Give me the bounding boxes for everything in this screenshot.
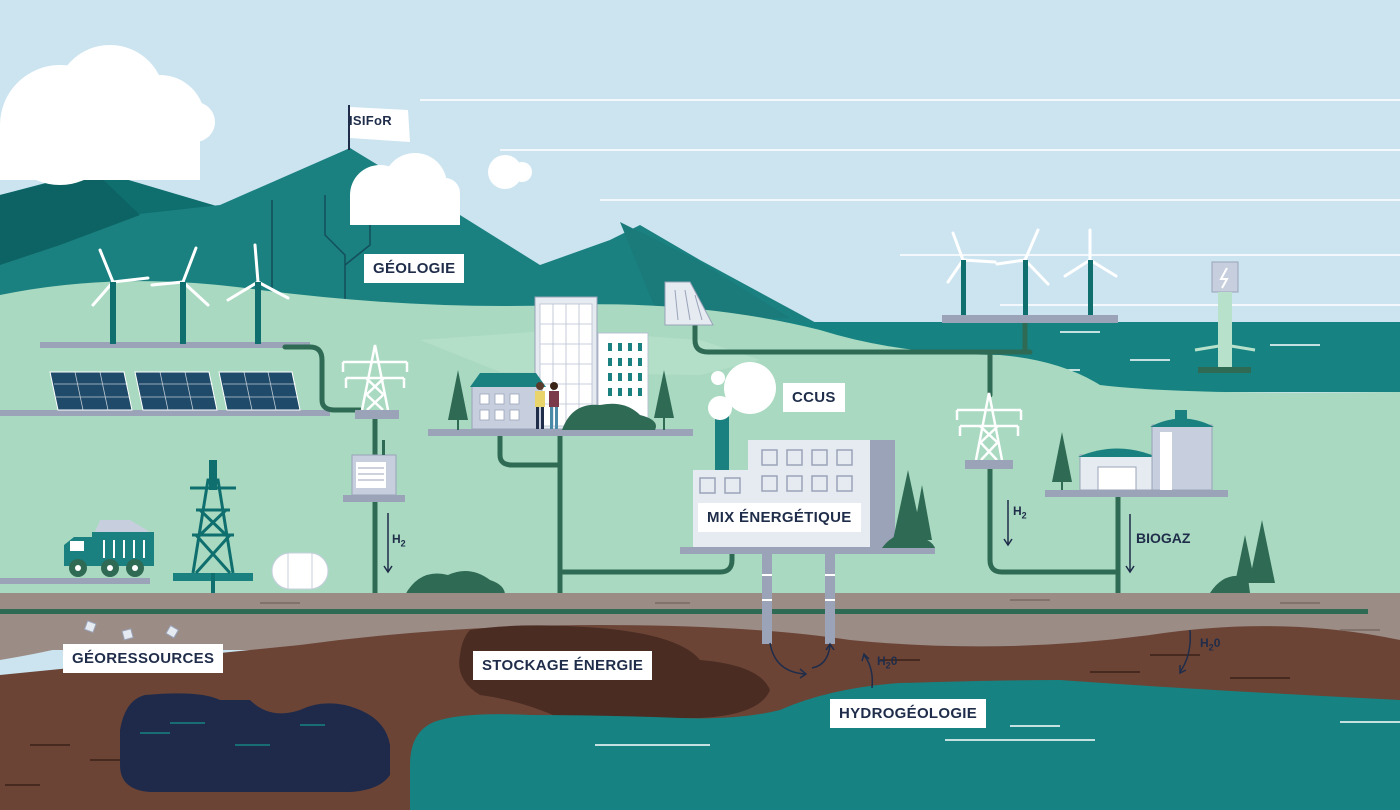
city-buildings bbox=[428, 296, 693, 436]
mineral-crystals bbox=[83, 620, 180, 641]
label-isifor: ISIFoR bbox=[349, 113, 392, 128]
georesource-reservoir bbox=[120, 693, 390, 792]
electrolyser bbox=[343, 440, 405, 502]
label-stockage-energie: STOCKAGE ÉNERGIE bbox=[473, 651, 653, 680]
flow-arrows bbox=[383, 500, 1192, 689]
tidal-tower bbox=[1194, 261, 1256, 373]
pylon-right-base bbox=[965, 460, 1013, 469]
ground-pipe bbox=[0, 609, 1368, 614]
mountain-left-shadow bbox=[0, 172, 140, 265]
label-ccus: CCUS bbox=[783, 383, 845, 412]
formula-water-right: H20 bbox=[1200, 636, 1220, 652]
formula-water-center: H20 bbox=[877, 654, 897, 670]
aquifer-lines bbox=[595, 721, 1400, 746]
label-mix-energetique: MIX ÉNERGÉTIQUE bbox=[698, 503, 861, 532]
aquifer bbox=[410, 680, 1400, 810]
flag-pole bbox=[348, 105, 410, 150]
factory-wells bbox=[762, 554, 835, 644]
formula-h-symbol: H bbox=[1013, 504, 1022, 518]
formula-subscript: 2 bbox=[885, 660, 891, 671]
storage-tank bbox=[271, 552, 329, 590]
formula-h2-right: H2 bbox=[1013, 504, 1027, 520]
ground-topsoil-left bbox=[0, 593, 460, 660]
mountain-right bbox=[620, 222, 790, 320]
formula-subscript: 2 bbox=[400, 538, 406, 549]
label-georessources: GÉORESSOURCES bbox=[63, 644, 224, 673]
biogas-plant bbox=[1045, 410, 1228, 497]
mining-truck bbox=[0, 520, 154, 584]
pylon-right bbox=[955, 392, 1023, 461]
formula-h2-left: H2 bbox=[392, 532, 406, 548]
formula-water-o: 0 bbox=[890, 654, 898, 668]
cloud-large bbox=[0, 45, 215, 185]
soil-lines bbox=[5, 654, 1290, 786]
topsoil-lines bbox=[260, 599, 1380, 631]
trees-right bbox=[1210, 520, 1275, 593]
formula-subscript: 2 bbox=[1021, 510, 1027, 521]
solar-panels bbox=[0, 371, 330, 416]
cloud-small bbox=[350, 153, 532, 225]
dam bbox=[664, 281, 714, 326]
pylon-left-base bbox=[355, 410, 399, 419]
bush-center bbox=[405, 571, 505, 595]
wind-turbines-land bbox=[40, 243, 310, 348]
sky-lines bbox=[420, 99, 1400, 306]
pylon-left bbox=[341, 344, 409, 411]
label-biogaz: BIOGAZ bbox=[1136, 530, 1191, 546]
formula-water-h: H bbox=[1200, 636, 1209, 650]
reservoir-lines bbox=[140, 722, 325, 746]
label-hydrogeologie: HYDROGÉOLOGIE bbox=[830, 699, 987, 728]
wind-turbines-sea bbox=[942, 228, 1118, 323]
formula-water-o: 0 bbox=[1213, 636, 1221, 650]
formula-subscript: 2 bbox=[1208, 642, 1214, 653]
formula-water-h: H bbox=[877, 654, 886, 668]
ground-topsoil bbox=[0, 593, 1400, 650]
label-geologie: GÉOLOGIE bbox=[364, 254, 465, 283]
pipe-network bbox=[282, 315, 1121, 631]
formula-h-symbol: H bbox=[392, 532, 401, 546]
